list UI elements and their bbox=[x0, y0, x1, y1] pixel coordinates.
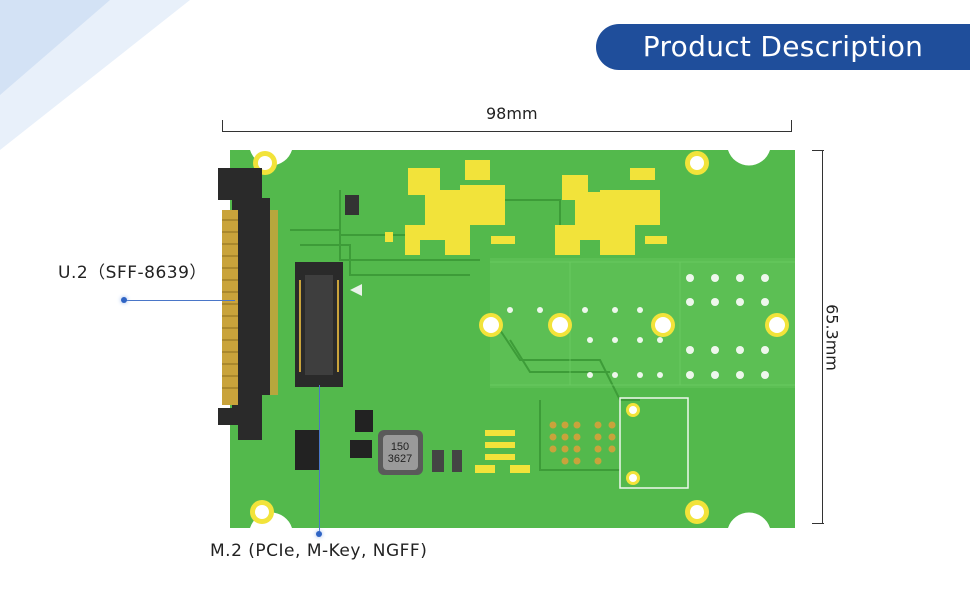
inductor-icon bbox=[378, 430, 423, 475]
u2-callout-dot bbox=[121, 297, 127, 303]
inductor-text-top: 150 bbox=[391, 441, 409, 453]
width-dimension-line bbox=[222, 120, 792, 132]
u2-leader-line bbox=[125, 300, 235, 301]
u2-callout-label: U.2（SFF-8639） bbox=[58, 263, 207, 283]
corner-decoration bbox=[0, 0, 190, 150]
mounting-hole-icon bbox=[250, 151, 789, 524]
inductor-text-bottom: 3627 bbox=[388, 453, 412, 465]
u2-connector-icon bbox=[218, 168, 278, 440]
m2-callout-dot bbox=[316, 531, 322, 537]
m2-connector-icon bbox=[295, 262, 362, 387]
m2-callout-label: M.2 (PCIe, M-Key, NGFF) bbox=[210, 541, 428, 561]
m2-leader-line bbox=[319, 385, 320, 535]
width-dimension-label: 98mm bbox=[486, 104, 538, 123]
height-dimension-line bbox=[812, 150, 824, 524]
page-title: Product Description bbox=[596, 24, 970, 70]
